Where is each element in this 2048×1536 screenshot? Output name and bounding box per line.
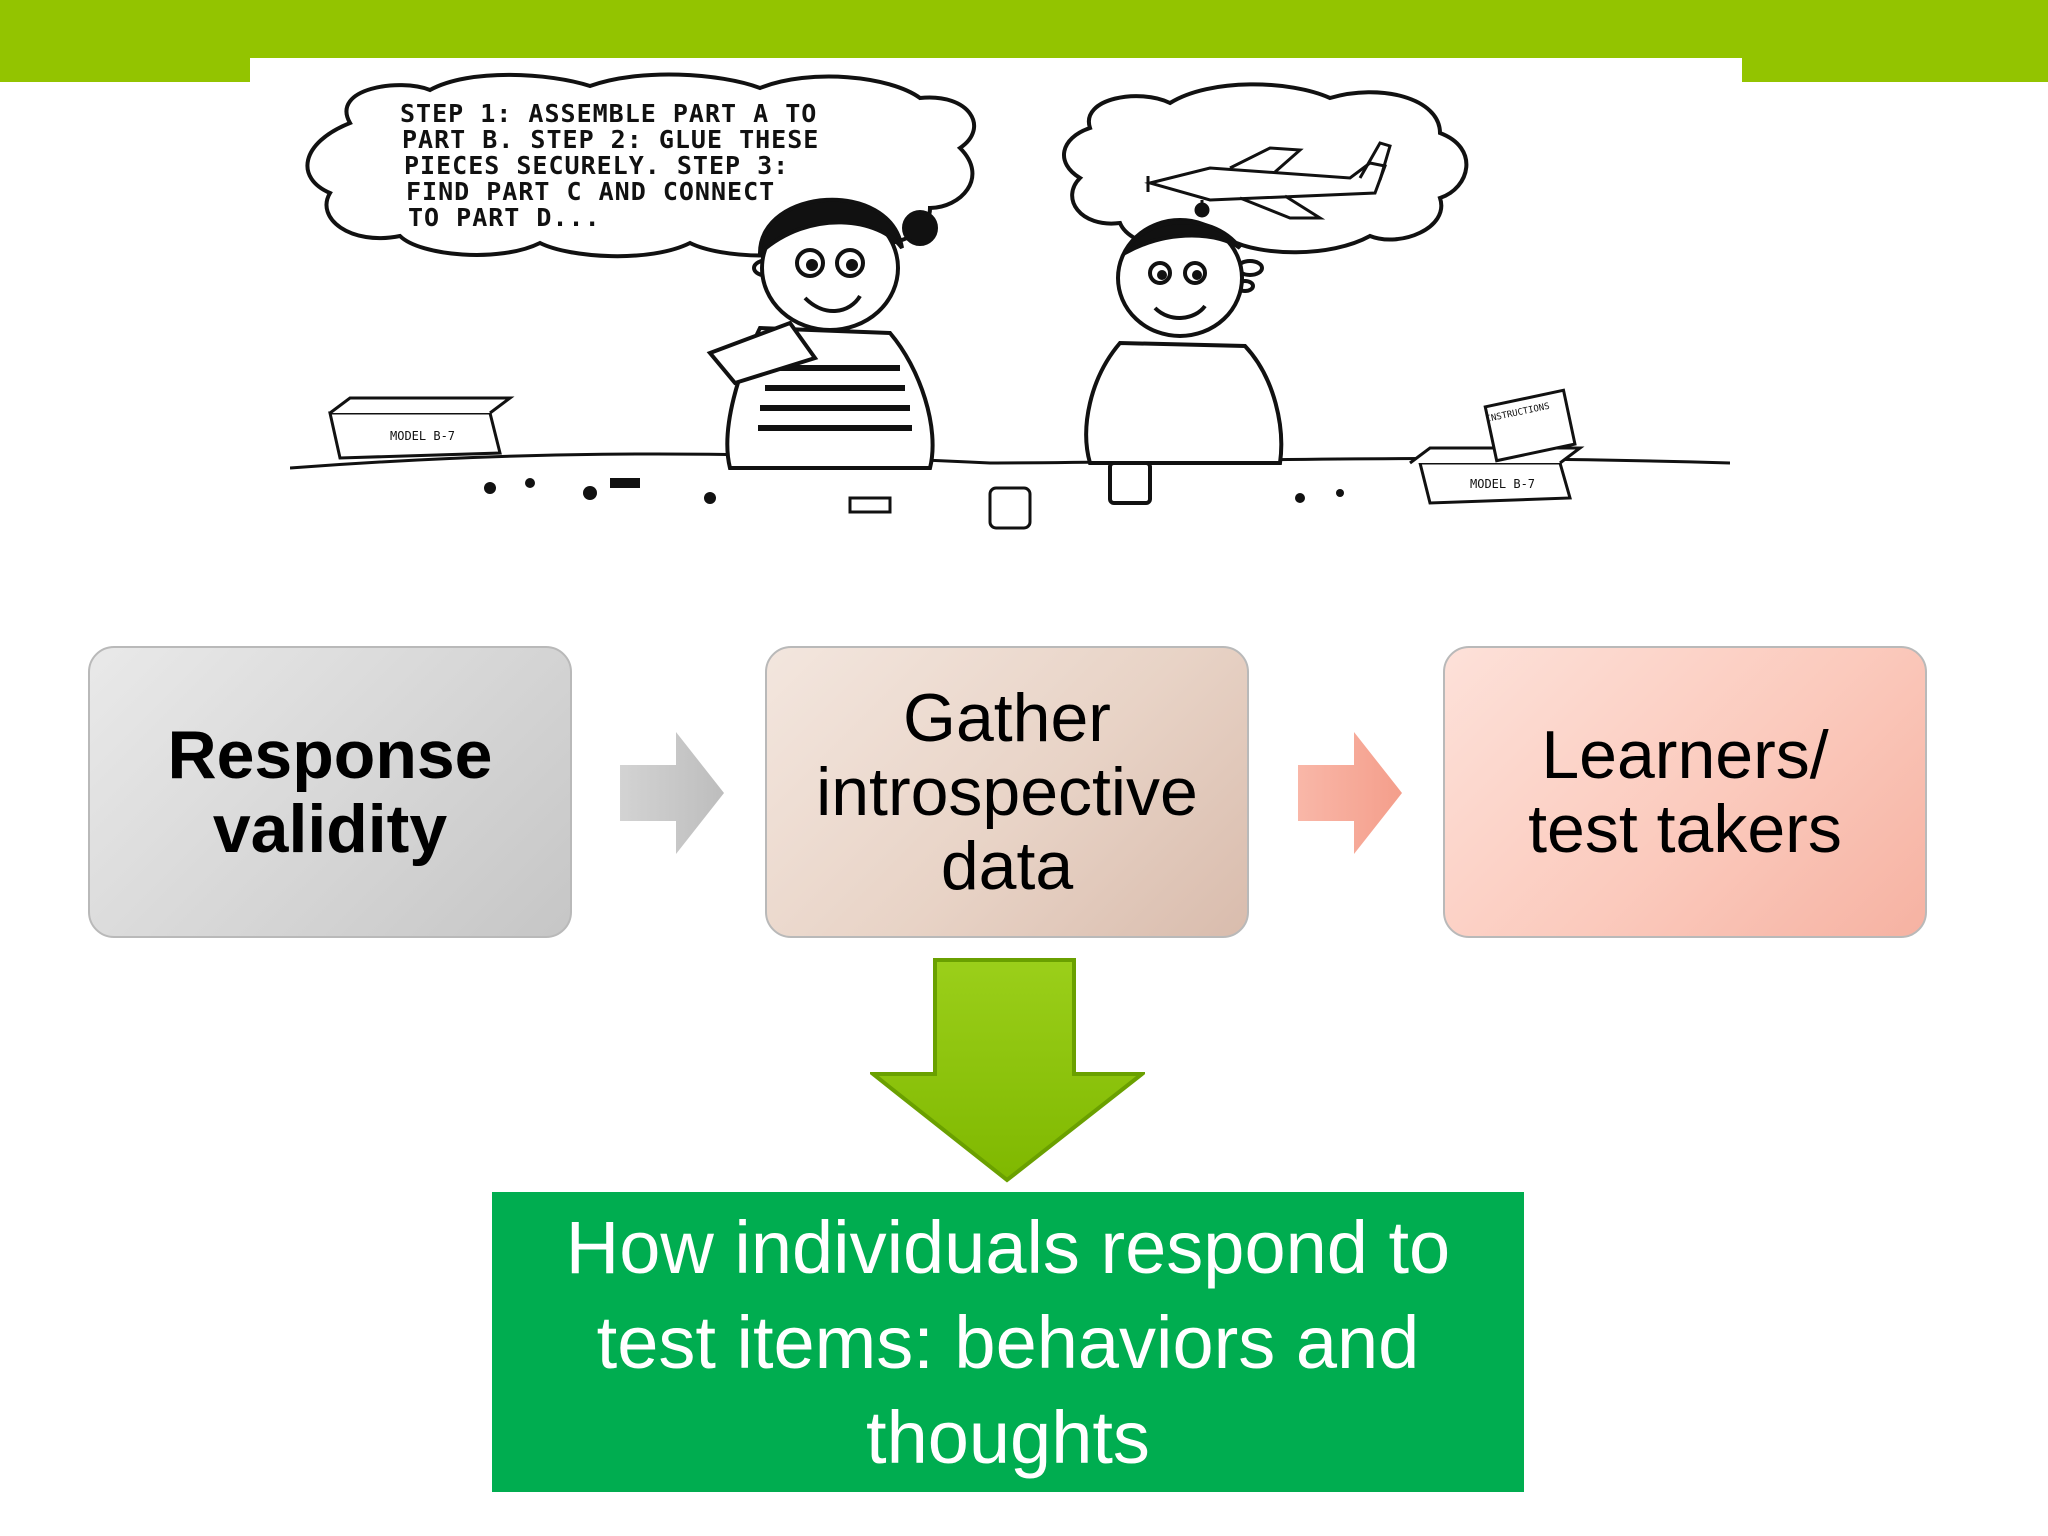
svg-text:MODEL B-7: MODEL B-7 bbox=[1470, 477, 1535, 491]
response-validity-label: Response validity bbox=[167, 717, 493, 867]
svg-text:MODEL B-7: MODEL B-7 bbox=[390, 429, 455, 443]
response-validity-box: Response validity bbox=[88, 646, 572, 938]
airplane-icon bbox=[1144, 141, 1392, 220]
thought-text-left: STEP 1: ASSEMBLE PART A TO PART B. STEP … bbox=[400, 99, 819, 232]
thought-bubble-right bbox=[1062, 82, 1469, 293]
svg-text:TO PART D...: TO PART D... bbox=[408, 203, 601, 232]
result-label: How individuals respond to test items: b… bbox=[565, 1205, 1451, 1479]
gather-data-box: Gather introspective data bbox=[765, 646, 1249, 938]
result-box: How individuals respond to test items: b… bbox=[492, 1192, 1524, 1492]
arrow-right-gray bbox=[620, 732, 724, 854]
svg-text:PIECES SECURELY. STEP 3:: PIECES SECURELY. STEP 3: bbox=[404, 151, 789, 180]
arrow-down-green bbox=[870, 958, 1145, 1183]
svg-text:FIND PART C AND CONNECT: FIND PART C AND CONNECT bbox=[406, 177, 775, 206]
svg-text:PART B. STEP 2: GLUE THESE: PART B. STEP 2: GLUE THESE bbox=[402, 125, 819, 154]
girl-figure bbox=[706, 197, 938, 470]
learners-label: Learners/ test takers bbox=[1528, 717, 1842, 867]
model-box-right: MODEL B-7 INSTRUCTIONS bbox=[1409, 388, 1585, 505]
arrow-right-pink bbox=[1298, 732, 1402, 854]
svg-text:STEP 1: ASSEMBLE PART A TO: STEP 1: ASSEMBLE PART A TO bbox=[400, 99, 817, 128]
gather-data-label: Gather introspective data bbox=[816, 680, 1198, 904]
model-box-left: MODEL B-7 bbox=[328, 396, 515, 460]
boy-figure bbox=[1084, 218, 1284, 505]
cartoon-illustration: STEP 1: ASSEMBLE PART A TO PART B. STEP … bbox=[290, 72, 1730, 530]
learners-box: Learners/ test takers bbox=[1443, 646, 1927, 938]
scattered-parts bbox=[484, 478, 1344, 530]
